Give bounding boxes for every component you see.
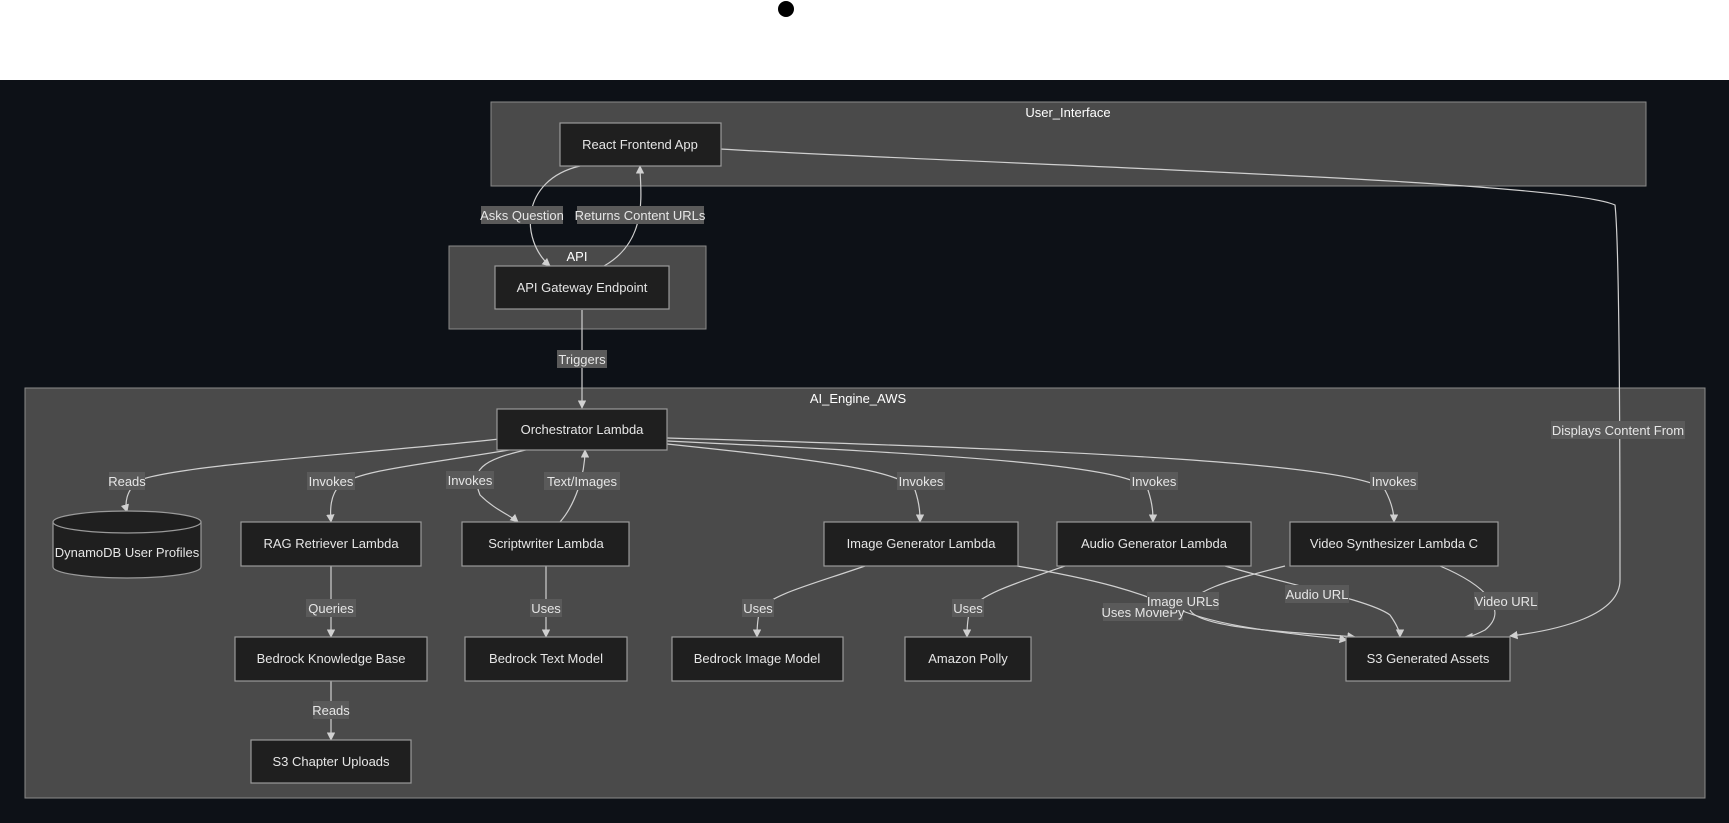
edge-label-invokes-rag-text: Invokes <box>309 474 354 489</box>
edge-label-uses-polly: Uses <box>952 599 984 617</box>
node-amazon-polly[interactable]: Amazon Polly <box>904 636 1032 682</box>
node-s3-chapters[interactable]: S3 Chapter Uploads <box>250 739 412 784</box>
edge-label-displays-content: Displays Content From <box>1551 421 1685 439</box>
edge-label-invokes-audio: Invokes <box>1130 472 1178 490</box>
edge-label-displays-content-text: Displays Content From <box>1552 423 1684 438</box>
edge-label-video-url-text: Video URL <box>1475 594 1538 609</box>
edge-label-triggers-text: Triggers <box>558 352 606 367</box>
node-orchestrator-label: Orchestrator Lambda <box>521 422 645 437</box>
edge-label-invokes-image: Invokes <box>897 472 945 490</box>
edge-label-returns-urls: Returns Content URLs <box>575 206 706 224</box>
node-audio-generator-label: Audio Generator Lambda <box>1081 536 1228 551</box>
edge-uses-moviepy <box>1189 565 1356 641</box>
node-video-synthesizer-label: Video Synthesizer Lambda C <box>1310 536 1478 551</box>
edge-label-uses-text-text: Uses <box>531 601 561 616</box>
node-bedrock-image[interactable]: Bedrock Image Model <box>671 636 844 682</box>
node-dynamodb[interactable]: DynamoDB User Profiles <box>52 510 202 579</box>
edge-label-invokes-audio-text: Invokes <box>1132 474 1177 489</box>
edge-label-uses-polly-text: Uses <box>953 601 983 616</box>
edge-label-text-images-text: Text/Images <box>547 474 618 489</box>
node-orchestrator[interactable]: Orchestrator Lambda <box>496 408 668 451</box>
edge-label-uses-text: Uses <box>530 599 562 617</box>
node-scriptwriter-label: Scriptwriter Lambda <box>488 536 604 551</box>
edge-label-reads-chapters-text: Reads <box>312 703 350 718</box>
edge-label-uses-image: Uses <box>742 599 774 617</box>
edge-label-returns-urls-text: Returns Content URLs <box>575 208 706 223</box>
node-image-generator-label: Image Generator Lambda <box>847 536 997 551</box>
edge-label-invokes-script: Invokes <box>446 471 494 489</box>
node-s3-chapters-label: S3 Chapter Uploads <box>272 754 390 769</box>
node-api-gateway-label: API Gateway Endpoint <box>517 280 648 295</box>
edge-invokes-script <box>475 448 531 523</box>
edge-video-url <box>1439 565 1496 642</box>
node-scriptwriter[interactable]: Scriptwriter Lambda <box>461 521 630 567</box>
cursor-dot-icon <box>778 1 794 17</box>
edge-reads-profiles <box>120 438 501 513</box>
edge-invokes-audio <box>666 440 1158 523</box>
node-react-frontend-label: React Frontend App <box>582 137 698 152</box>
node-rag-retriever-label: RAG Retriever Lambda <box>263 536 399 551</box>
edge-label-audio-url-text: Audio URL <box>1286 587 1349 602</box>
node-image-generator[interactable]: Image Generator Lambda <box>823 521 1019 567</box>
edge-label-text-images: Text/Images <box>544 472 620 490</box>
node-bedrock-text[interactable]: Bedrock Text Model <box>464 636 628 682</box>
edge-label-image-urls-text: Image URLs <box>1147 594 1220 609</box>
top-strip <box>0 0 1729 80</box>
edge-label-reads-profiles: Reads <box>108 472 146 490</box>
node-bedrock-kb-label: Bedrock Knowledge Base <box>257 651 406 666</box>
edge-label-invokes-video: Invokes <box>1370 472 1418 490</box>
edge-label-reads-profiles-text: Reads <box>108 474 146 489</box>
node-amazon-polly-label: Amazon Polly <box>928 651 1008 666</box>
edge-label-invokes-script-text: Invokes <box>448 473 493 488</box>
node-video-synthesizer[interactable]: Video Synthesizer Lambda C <box>1289 521 1499 567</box>
cluster-ai-engine-label: AI_Engine_AWS <box>810 391 907 406</box>
edge-label-invokes-rag: Invokes <box>307 472 355 490</box>
edge-invokes-video <box>666 437 1399 523</box>
node-dynamodb-label: DynamoDB User Profiles <box>55 545 200 560</box>
edge-label-asks-question-text: Asks Question <box>480 208 564 223</box>
edge-label-audio-url: Audio URL <box>1285 585 1349 603</box>
edge-label-video-url: Video URL <box>1474 592 1538 610</box>
edge-label-invokes-video-text: Invokes <box>1372 474 1417 489</box>
node-s3-assets[interactable]: S3 Generated Assets <box>1345 636 1511 682</box>
node-bedrock-kb[interactable]: Bedrock Knowledge Base <box>234 636 428 682</box>
diagram-canvas: User_Interface API AI_Engine_AWS Asks Qu… <box>0 80 1729 823</box>
edge-label-queries-text: Queries <box>308 601 354 616</box>
edge-displays-content <box>719 148 1621 640</box>
node-api-gateway[interactable]: API Gateway Endpoint <box>494 265 670 310</box>
edge-label-triggers: Triggers <box>557 350 607 368</box>
node-bedrock-image-label: Bedrock Image Model <box>694 651 821 666</box>
edge-label-reads-chapters: Reads <box>312 701 350 719</box>
flowchart-svg: User_Interface API AI_Engine_AWS Asks Qu… <box>24 101 1706 799</box>
edge-audio-url <box>1224 565 1405 638</box>
cluster-api-label: API <box>567 249 588 264</box>
edge-label-queries: Queries <box>306 599 356 617</box>
edge-label-uses-image-text: Uses <box>743 601 773 616</box>
edge-label-invokes-image-text: Invokes <box>899 474 944 489</box>
edge-label-image-urls: Image URLs <box>1147 592 1220 610</box>
node-rag-retriever[interactable]: RAG Retriever Lambda <box>240 521 422 567</box>
node-audio-generator[interactable]: Audio Generator Lambda <box>1056 521 1252 567</box>
node-react-frontend[interactable]: React Frontend App <box>559 122 722 167</box>
node-bedrock-text-label: Bedrock Text Model <box>489 651 603 666</box>
edge-label-asks-question: Asks Question <box>480 206 564 224</box>
cluster-user-interface-label: User_Interface <box>1025 105 1110 120</box>
node-s3-assets-label: S3 Generated Assets <box>1367 651 1490 666</box>
cluster-ai-engine: AI_Engine_AWS <box>24 387 1706 799</box>
